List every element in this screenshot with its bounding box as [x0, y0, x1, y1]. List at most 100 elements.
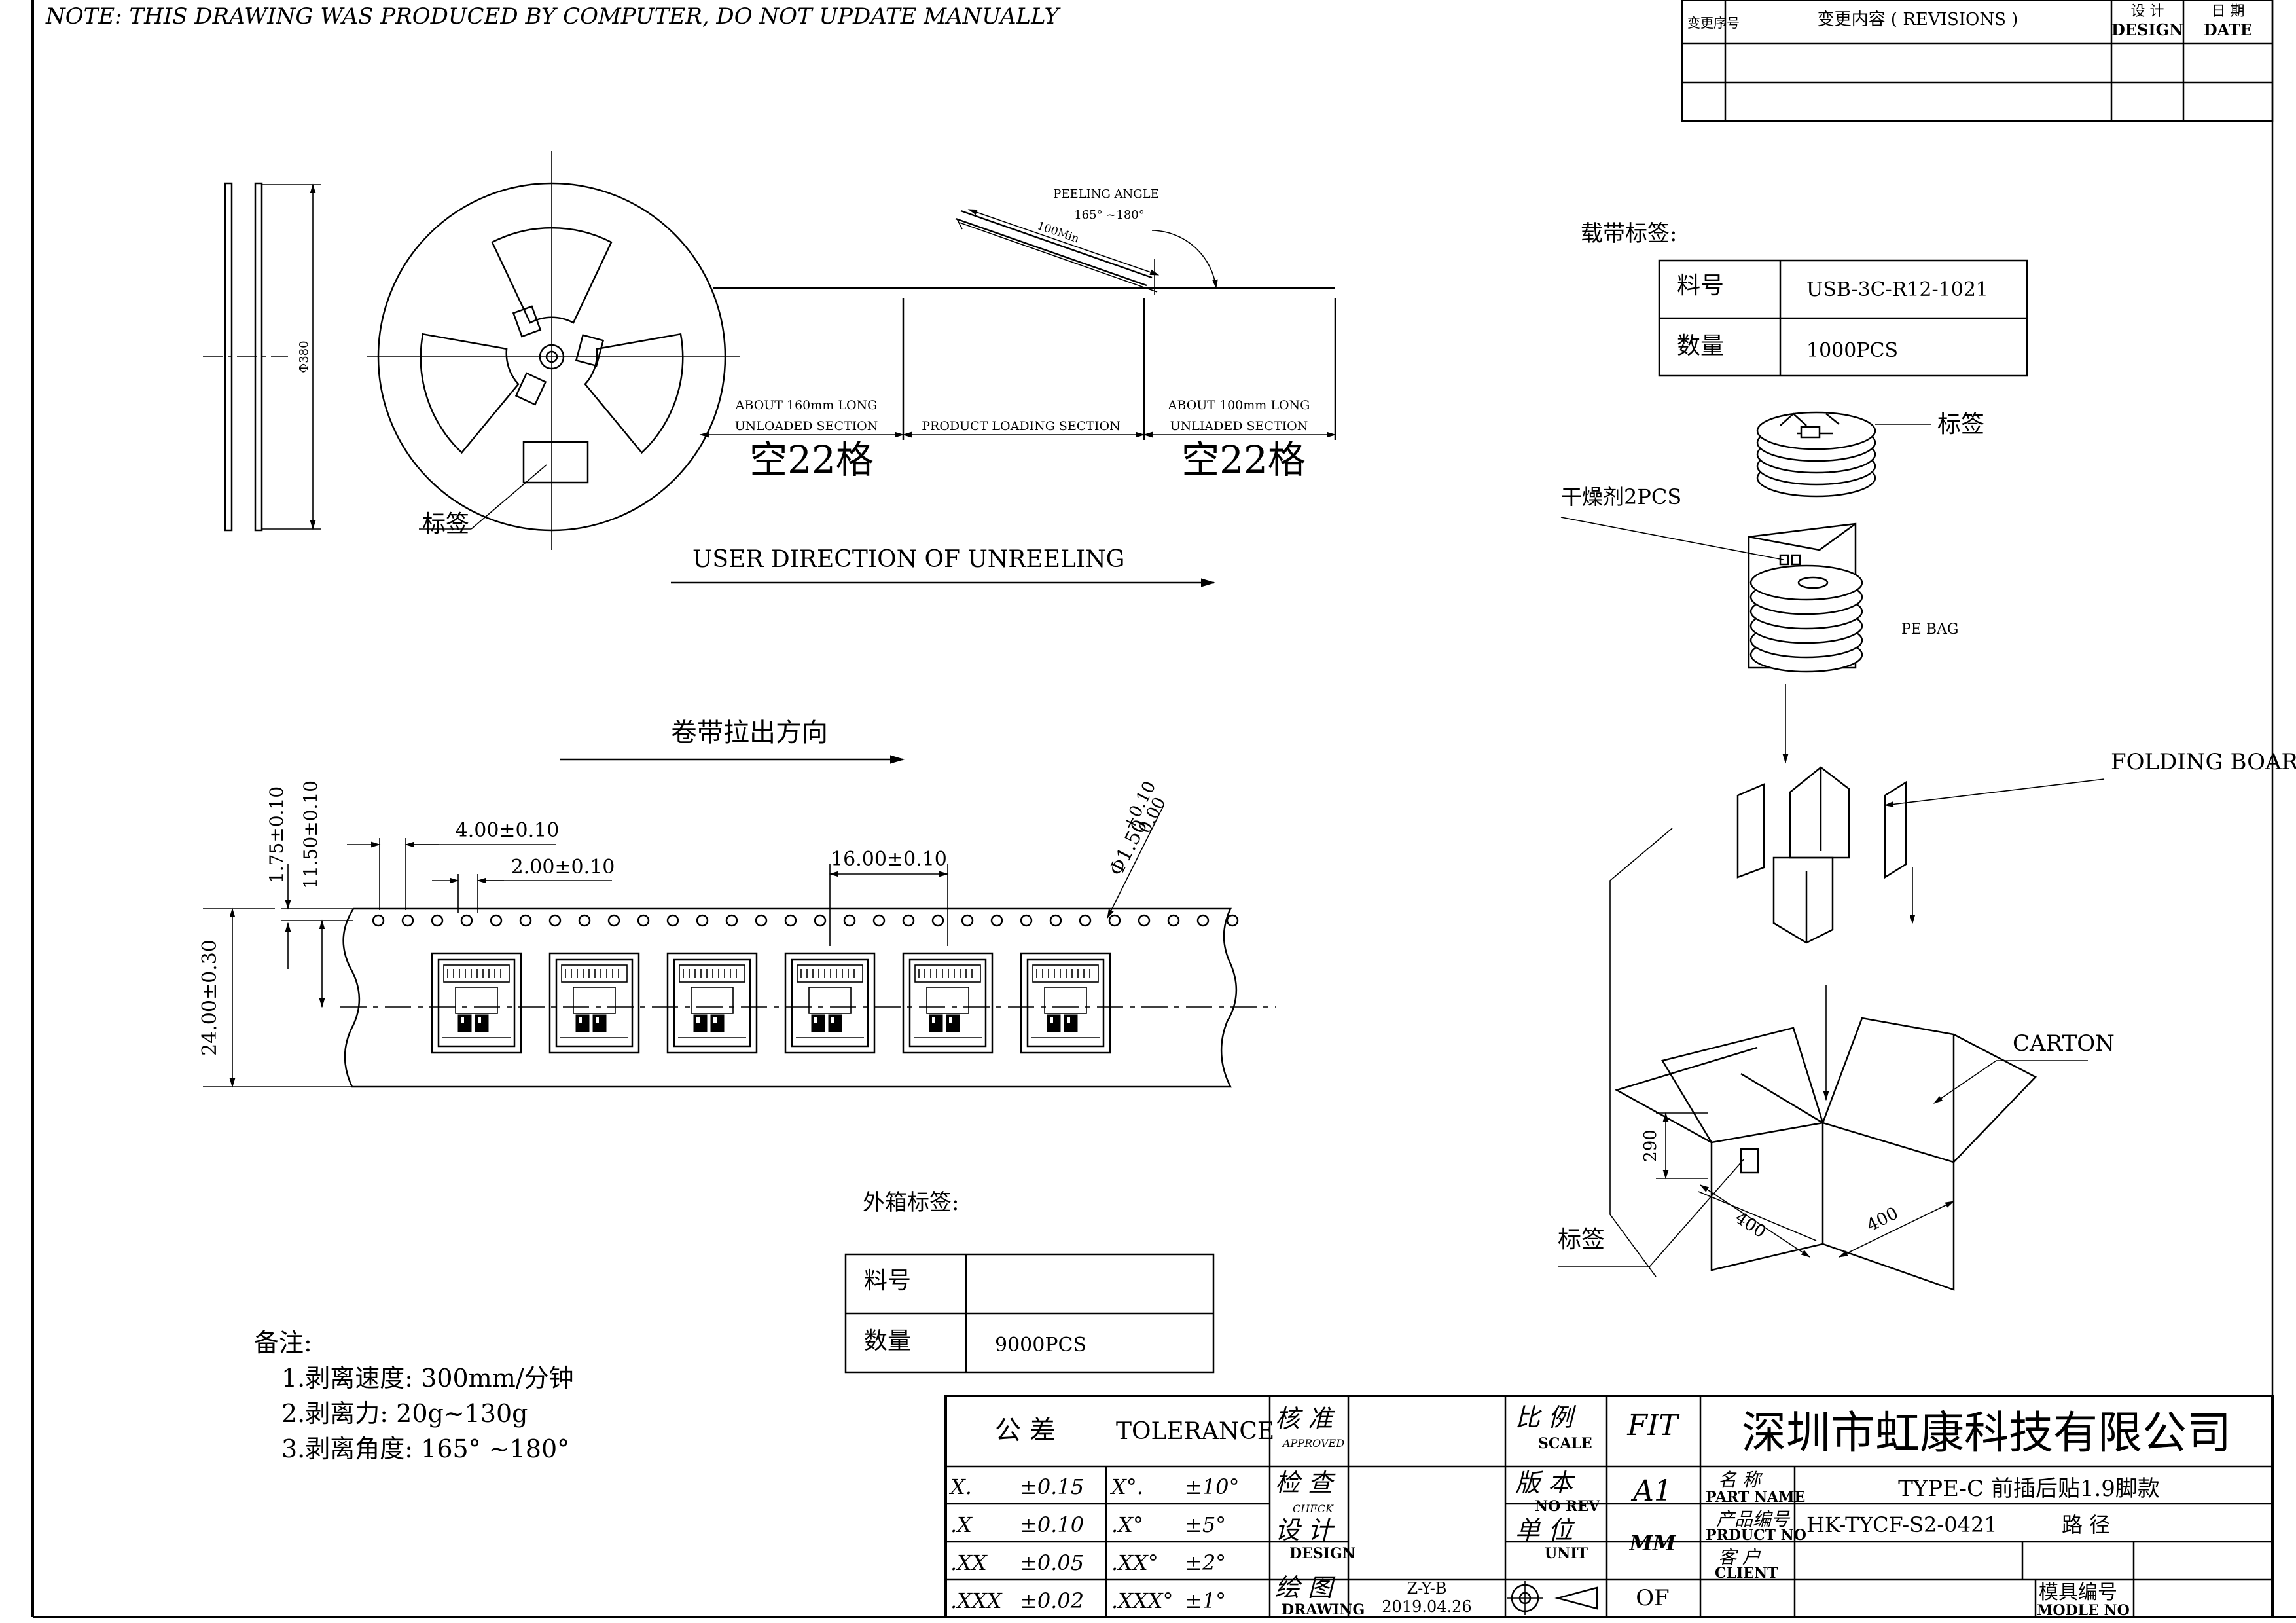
- sprocket-hole: [490, 914, 503, 927]
- pe-bag-illustration: 干燥剂2PCS PE BAG: [1560, 484, 1958, 673]
- sprocket-holes: [372, 914, 1239, 927]
- sprocket-hole: [1167, 914, 1180, 927]
- reel-side-view: Φ380: [203, 182, 321, 532]
- sprocket-hole: [372, 914, 385, 927]
- sprocket-hole: [1079, 914, 1092, 927]
- leader-section: ABOUT 160mm LONG UNLOADED SECTION PRODUC…: [671, 187, 1336, 587]
- carton-label-value-2: 9000PCS: [995, 1334, 1086, 1357]
- dim-11-50: 11.50±0.10: [300, 780, 321, 889]
- carton-width-dim: 400: [1731, 1208, 1769, 1242]
- tolerance-linear-value: ±0.02: [1020, 1588, 1084, 1613]
- sprocket-hole: [902, 914, 915, 927]
- sprocket-hole: [1049, 914, 1062, 927]
- carton-height-dim: 290: [1641, 1129, 1660, 1162]
- sprocket-hole: [755, 914, 768, 927]
- sprocket-hole: [578, 914, 591, 927]
- peeling-angle-value: 165° ~180°: [1074, 208, 1145, 222]
- tape-label-title: 载带标签:: [1581, 221, 1677, 247]
- revision-date-en: DATE: [2204, 20, 2252, 39]
- design-en: DESIGN: [1289, 1545, 1355, 1562]
- check-en: CHECK: [1293, 1503, 1334, 1515]
- dim-16-00: 16.00±0.10: [831, 848, 947, 871]
- empty-pockets-label-1: 空22格: [749, 437, 874, 482]
- sprocket-hole: [1108, 914, 1121, 927]
- sprocket-hole: [548, 914, 562, 927]
- empty-pockets-label-2: 空22格: [1181, 437, 1306, 482]
- drawing-note: NOTE: THIS DRAWING WAS PRODUCED BY COMPU…: [45, 3, 1062, 29]
- mold-no-cn: 模具编号: [2039, 1581, 2117, 1604]
- stacked-reels-illustration: 标签: [1756, 411, 1984, 498]
- sprocket-hole: [519, 914, 532, 927]
- sheet-value: OF: [1636, 1585, 1669, 1611]
- component-pocket: [784, 952, 876, 1054]
- tolerance-angular-key: .XXX°: [1111, 1588, 1174, 1613]
- tolerance-angular-key: .XX°: [1111, 1550, 1158, 1575]
- sprocket-hole: [961, 914, 974, 927]
- drawing-date: 2019.04.26: [1382, 1597, 1471, 1616]
- sprocket-hole: [401, 914, 414, 927]
- tape-pull-direction: 卷带拉出方向: [671, 718, 828, 748]
- sprocket-hole: [990, 914, 1003, 927]
- tolerance-linear-key: .X: [950, 1512, 973, 1537]
- tolerance-linear-key: .XXX: [950, 1588, 1003, 1613]
- desiccant-label: 干燥剂2PCS: [1561, 484, 1681, 509]
- unloaded-section-2-line-a: ABOUT 100mm LONG: [1168, 398, 1310, 412]
- sprocket-hole: [872, 914, 886, 927]
- client-cn: 客 户: [1718, 1546, 1761, 1568]
- dim-1-75: 1.75±0.10: [266, 786, 287, 883]
- remarks-block: 备注: 1.剥离速度: 300mm/分钟 2.剥离力: 20g~130g 3.剥…: [254, 1328, 574, 1463]
- sprocket-hole: [696, 914, 709, 927]
- revision-seq-label: 变更序号: [1687, 15, 1740, 31]
- tolerance-angular-value: ±10°: [1185, 1474, 1240, 1499]
- packing-steps: 标签 干燥剂2PCS PE BAG: [1558, 411, 2296, 1291]
- drawer-name: Z-Y-B: [1407, 1579, 1446, 1597]
- tolerance-linear-value: ±0.15: [1020, 1474, 1084, 1499]
- sprocket-hole: [843, 914, 856, 927]
- tolerance-angular-value: ±1°: [1185, 1588, 1226, 1613]
- revision-block: 变更序号 变更内容 ( REVISIONS ) 设 计 DESIGN 日 期 D…: [1681, 0, 2274, 122]
- component-pocket: [666, 952, 758, 1054]
- sprocket-hole: [725, 914, 738, 927]
- tape-label-value-1: USB-3C-R12-1021: [1806, 278, 1988, 301]
- rev-en: NO REV: [1535, 1498, 1600, 1515]
- rev-cn: 版 本: [1515, 1468, 1575, 1497]
- remark-3: 3.剥离角度: 165° ~180°: [281, 1434, 569, 1463]
- reel-front-view: 标签: [367, 151, 740, 550]
- scale-en: SCALE: [1538, 1435, 1592, 1452]
- carton-label-key-1: 料号: [864, 1267, 911, 1294]
- reel-diameter-label: Φ380: [297, 340, 311, 373]
- sprocket-hole: [784, 914, 797, 927]
- peeling-angle-title: PEELING ANGLE: [1053, 187, 1159, 201]
- sprocket-hole: [931, 914, 944, 927]
- folding-board-label: FOLDING BOARD: [2111, 749, 2296, 775]
- approved-en: APPROVED: [1282, 1437, 1344, 1450]
- tolerance-angular-value: ±5°: [1185, 1512, 1226, 1537]
- tolerance-linear-key: .XX: [950, 1550, 988, 1575]
- unit-en: UNIT: [1545, 1545, 1588, 1562]
- tape-label-key-1: 料号: [1677, 272, 1724, 299]
- carton-label: CARTON: [2013, 1030, 2115, 1057]
- projection-symbol: [1507, 1581, 1598, 1615]
- leader-length-label: 100Min: [1035, 219, 1081, 246]
- product-no-value: HK-TYCF-S2-0421: [1806, 1512, 1998, 1537]
- tolerance-linear-value: ±0.05: [1020, 1550, 1084, 1575]
- dim-4-00: 4.00±0.10: [456, 819, 560, 842]
- carton-label-block: 外箱标签: 料号 数量 9000PCS: [844, 1190, 1215, 1374]
- revision-design-cn: 设 计: [2131, 3, 2164, 20]
- check-cn: 检 查: [1275, 1468, 1336, 1497]
- loading-section-label: PRODUCT LOADING SECTION: [922, 419, 1120, 433]
- part-name-en: PART NAME: [1706, 1489, 1805, 1506]
- carton-label-title: 外箱标签:: [863, 1190, 959, 1216]
- product-no-en: PRDUCT NO: [1706, 1527, 1806, 1544]
- client-en: CLIENT: [1715, 1565, 1778, 1582]
- path-cn: 路 径: [2062, 1512, 2110, 1537]
- remark-2: 2.剥离力: 20g~130g: [281, 1399, 528, 1428]
- carrier-tape-detail: 卷带拉出方向 1.75±0.10 11.50±0.10 24.00±0.30 4…: [198, 718, 1276, 1088]
- remarks-title: 备注:: [254, 1328, 312, 1357]
- tolerance-angular-key: .X°: [1111, 1512, 1143, 1537]
- sprocket-hole: [431, 914, 444, 927]
- sprocket-hole: [637, 914, 650, 927]
